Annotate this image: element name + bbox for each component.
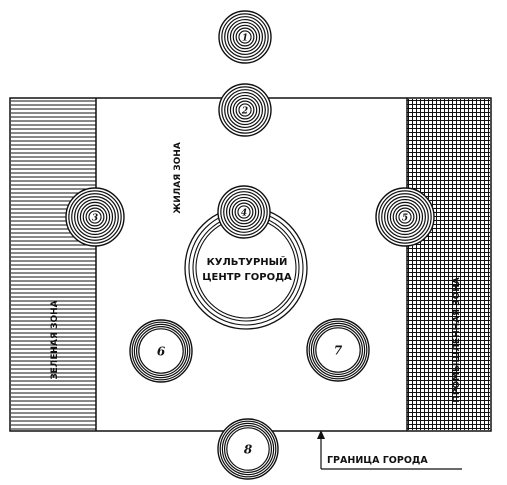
node-2-circle: 2 — [218, 83, 272, 137]
node-7-circle: 7 — [306, 318, 370, 382]
node-2-ring — [221, 86, 269, 134]
green-zone-area — [11, 99, 96, 430]
living-zone-label: ЖИЛАЯ ЗОНА — [173, 142, 183, 214]
node-5-ring — [381, 193, 429, 241]
node-3-ring — [82, 204, 108, 230]
node-2-ring — [226, 91, 264, 129]
node-3-ring — [68, 190, 122, 244]
industrial-zone-area — [407, 99, 490, 430]
cultural-center-label-1: КУЛЬТУРНЫЙ — [207, 255, 288, 268]
node-1-ring — [232, 24, 258, 50]
node-5-ring — [395, 207, 415, 227]
node-2-ring — [224, 89, 266, 131]
node-3-ring — [71, 193, 119, 241]
node-5-number: 5 — [402, 214, 408, 224]
node-8-ring — [221, 422, 275, 476]
node-6-ring — [136, 326, 187, 377]
node-1-ring — [221, 13, 269, 61]
node-2-number: 2 — [241, 107, 248, 117]
node-8-ring — [224, 425, 273, 474]
node-5-ring — [384, 196, 426, 238]
node-1-circle: 1 — [218, 10, 272, 64]
industrial-zone-label: ПРОМЫШЛЕННАЯ ЗОНА — [452, 277, 462, 402]
node-3-circle: 3 — [65, 187, 125, 247]
node-3-ring — [85, 207, 105, 227]
node-5-ring — [386, 198, 424, 236]
node-1-number: 1 — [242, 34, 248, 44]
node-5-circle: 5 — [375, 187, 435, 247]
node-5-ring — [378, 190, 432, 244]
cultural-center-ring — [184, 206, 308, 330]
node-3-ring — [79, 201, 111, 233]
node-2-ring — [232, 97, 258, 123]
node-4-number: 4 — [241, 209, 247, 219]
node-1-ring — [235, 27, 255, 47]
node-7-ring — [313, 325, 364, 376]
node-7-center — [316, 328, 360, 372]
node-7-ring — [308, 320, 368, 380]
node-6-ring — [131, 321, 191, 381]
node-8-ring — [226, 427, 270, 471]
city-boundary-pointer — [317, 430, 462, 470]
node-2-ring — [235, 100, 255, 120]
node-7-ring — [315, 327, 361, 373]
node-3-ring — [76, 198, 114, 236]
node-1-ring — [224, 16, 266, 58]
node-7-number: 7 — [334, 344, 343, 358]
node-2-ring — [229, 94, 261, 126]
node-4-ring — [228, 196, 260, 228]
node-6-ring — [138, 328, 184, 374]
green-zone-label: ЗЕЛЕНАЯ ЗОНА — [50, 300, 60, 379]
city-boundary-label: ГРАНИЦА ГОРОДА — [327, 455, 428, 466]
node-1-ring — [229, 21, 261, 53]
node-8-circle: 8 — [217, 418, 279, 480]
cultural-center-label-2: ЦЕНТР ГОРОДА — [202, 272, 292, 283]
node-5-ring — [392, 204, 418, 230]
node-7-ring — [310, 322, 366, 378]
node-4-ring — [231, 199, 257, 225]
node-6-number: 6 — [157, 345, 166, 359]
node-6-circle: 6 — [129, 319, 193, 383]
node-8-center — [227, 428, 269, 470]
node-4-ring — [225, 193, 263, 231]
node-4-ring — [234, 202, 254, 222]
node-4-circle: 4 — [217, 185, 271, 239]
node-4-ring — [223, 191, 265, 233]
node-8-number: 8 — [244, 443, 253, 457]
node-6-ring — [133, 323, 189, 379]
node-3-number: 3 — [92, 214, 98, 224]
node-5-ring — [389, 201, 421, 233]
node-8-ring — [219, 420, 277, 478]
node-4-ring — [220, 188, 268, 236]
node-1-ring — [226, 18, 264, 56]
node-6-center — [139, 329, 183, 373]
node-3-ring — [74, 196, 116, 238]
